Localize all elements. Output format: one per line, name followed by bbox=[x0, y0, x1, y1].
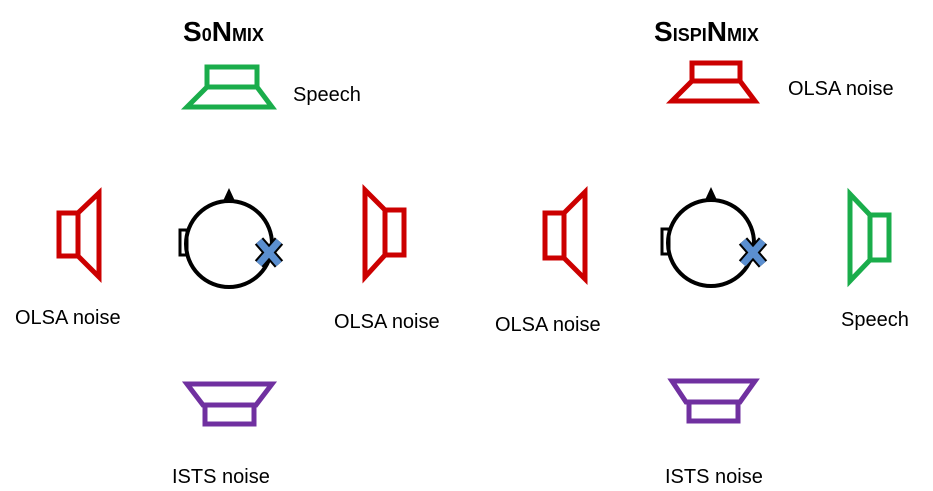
title-n-sub: MIX bbox=[231, 25, 264, 45]
loudspeaker-icon bbox=[847, 187, 892, 288]
loudspeaker-icon bbox=[542, 185, 588, 286]
panel-2-back-label: ISTS noise bbox=[665, 466, 763, 488]
panel-1-back-label: ISTS noise bbox=[172, 466, 270, 488]
title-n: N bbox=[706, 16, 727, 47]
title-s-sub: ISPI bbox=[672, 25, 707, 45]
panel-1-left-label: OLSA noise bbox=[15, 307, 121, 329]
loudspeaker-icon bbox=[180, 64, 277, 110]
loudspeaker-icon bbox=[181, 381, 278, 427]
title-s: S bbox=[183, 16, 202, 47]
loudspeaker-icon bbox=[362, 183, 407, 284]
panel-2-left-label: OLSA noise bbox=[495, 314, 601, 336]
panel-2-title: SISPINMIX bbox=[654, 18, 759, 46]
loudspeaker-icon bbox=[56, 187, 102, 284]
panel-1-title: S0NMIX bbox=[183, 18, 264, 46]
listener-head-icon bbox=[660, 187, 756, 288]
title-n: N bbox=[211, 16, 232, 47]
loudspeaker-icon bbox=[665, 60, 760, 104]
loudspeaker-icon bbox=[667, 378, 760, 424]
panel-1-right-label: OLSA noise bbox=[334, 311, 440, 333]
ear-marker-icon bbox=[254, 237, 284, 268]
ear-marker-icon bbox=[738, 237, 768, 268]
panel-1-front-label: Speech bbox=[293, 84, 361, 106]
panel-2-front-label: OLSA noise bbox=[788, 78, 894, 100]
title-s-sub: 0 bbox=[201, 25, 212, 45]
title-n-sub: MIX bbox=[726, 25, 759, 45]
listener-head-icon bbox=[178, 188, 274, 289]
panel-2-right-label: Speech bbox=[841, 309, 909, 331]
title-s: S bbox=[654, 16, 673, 47]
